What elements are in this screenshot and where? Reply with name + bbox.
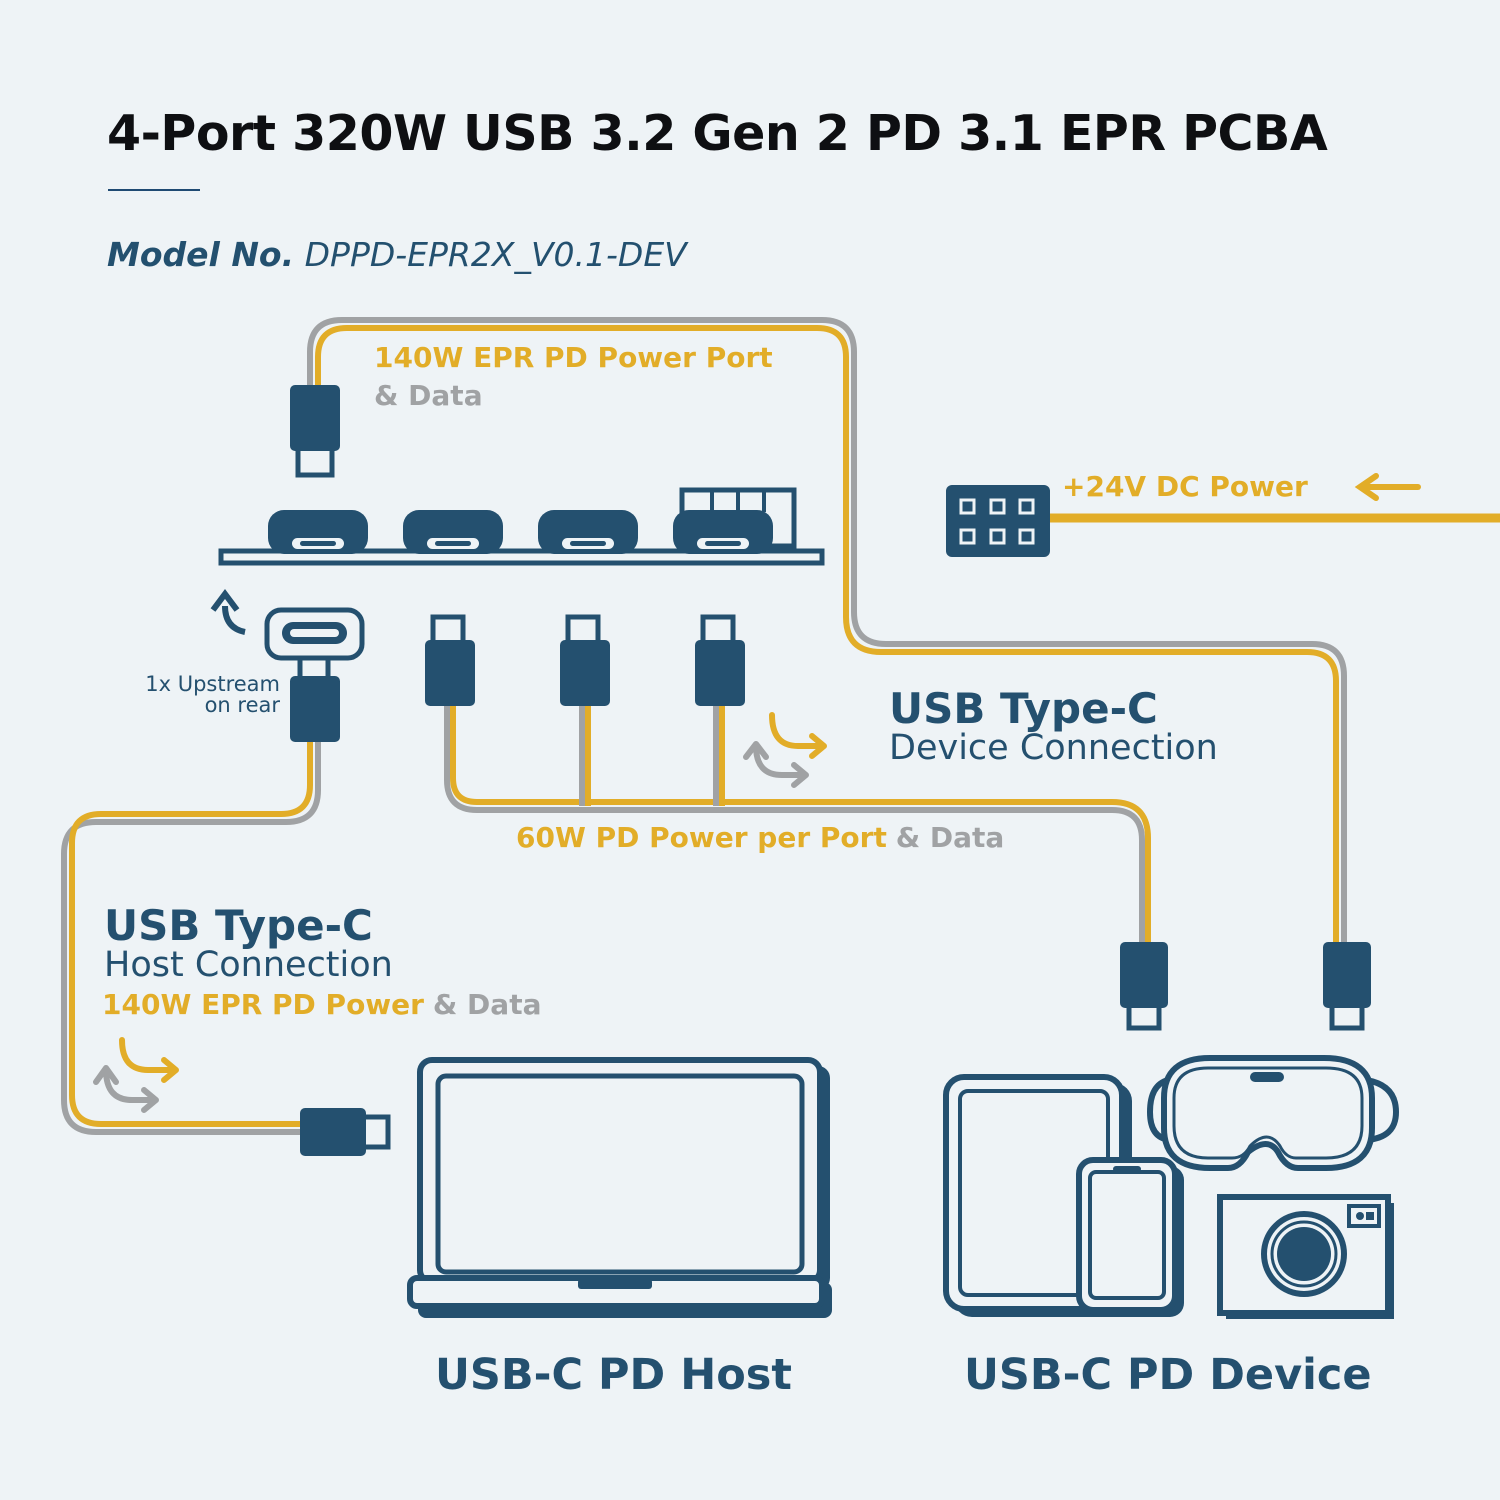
cable-top-140w: [307, 317, 1347, 945]
label-host-connection-sub: Host Connection: [104, 945, 393, 985]
label-dc-power: +24V DC Power: [1062, 470, 1308, 503]
usb-c-plug-icon: [560, 614, 610, 706]
caption-host: USB-C PD Host: [435, 1350, 792, 1400]
laptop-icon: [407, 1057, 832, 1318]
label-device-connection-heading: USB Type-C: [889, 684, 1158, 733]
bidirectional-arrows-icon: [93, 1037, 179, 1113]
curved-arrow-icon: [210, 589, 246, 635]
label-host-connection-heading: USB Type-C: [104, 901, 373, 950]
label-per-port-power: 60W PD Power per Port: [516, 821, 887, 854]
cable-60w-bus: [444, 700, 1151, 945]
cable-upstream-host: [61, 740, 321, 1135]
smartphone-icon: [1076, 1157, 1184, 1317]
page-title: 4-Port 320W USB 3.2 Gen 2 PD 3.1 EPR PCB…: [107, 105, 1328, 162]
usb-c-receptacle-icon: [538, 510, 638, 554]
label-device-connection-sub: Device Connection: [889, 728, 1218, 768]
usb-c-plug-icon: [1323, 942, 1371, 1031]
usb-c-plug-icon: [1120, 942, 1168, 1031]
title-divider: [108, 189, 200, 191]
label-top-port-power: 140W EPR PD Power Port: [374, 341, 773, 374]
bidirectional-arrows-icon: [743, 712, 827, 788]
usb-c-plug-icon: [290, 385, 340, 478]
dc-barrel-connector-icon: [946, 485, 1050, 557]
usb-c-receptacle-icon: [403, 510, 503, 554]
label-host-power: 140W EPR PD Power & Data: [102, 990, 541, 1019]
usb-c-plug-icon: [300, 1108, 391, 1156]
label-host-power-value: 140W EPR PD Power: [102, 988, 424, 1021]
usb-c-receptacle-icon: [673, 510, 773, 554]
cable-paths: [61, 317, 1500, 1135]
model-label: Model No.: [107, 235, 295, 274]
label-top-port-data: & Data: [374, 379, 483, 412]
label-upstream-line2: on rear: [204, 693, 280, 717]
caption-device: USB-C PD Device: [964, 1350, 1372, 1400]
label-host-data: & Data: [432, 988, 542, 1021]
model-number: Model No. DPPD-EPR2X_V0.1-DEV: [107, 235, 687, 274]
label-per-port: 60W PD Power per Port & Data: [516, 823, 1004, 852]
label-per-port-data: & Data: [895, 821, 1005, 854]
vr-headset-icon: [1146, 1055, 1400, 1171]
usb-c-receptacle-icon: [264, 607, 365, 661]
usb-c-plug-icon: [695, 614, 745, 706]
pcb-board: [218, 487, 825, 566]
usb-c-plug-icon: [425, 614, 475, 706]
usb-c-plug-icon: [290, 647, 340, 742]
camera-icon: [1217, 1194, 1394, 1319]
usb-c-receptacle-icon: [268, 510, 368, 554]
model-value: DPPD-EPR2X_V0.1-DEV: [304, 235, 687, 274]
arrow-left-icon: [1354, 473, 1421, 501]
label-upstream-line1: 1x Upstream: [145, 672, 280, 696]
